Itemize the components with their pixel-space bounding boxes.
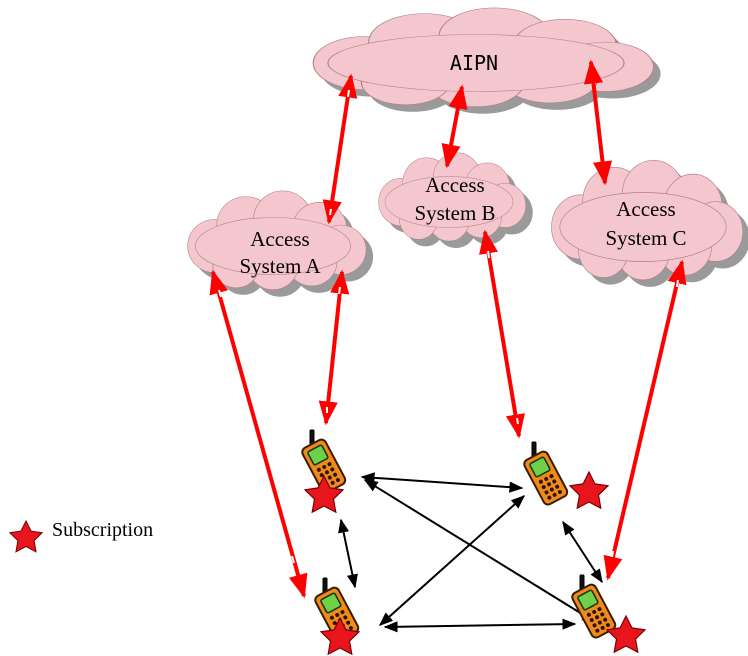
link-bottom-left-bottom-right (383, 618, 577, 633)
link-top-left-bottom-left (338, 518, 358, 589)
terminal-top-right (521, 441, 609, 509)
terminal-bottom-left (312, 577, 361, 655)
cell-phone-icon (521, 441, 570, 508)
link-top-right-bottom-left (378, 495, 526, 626)
legend: Subscription (9, 519, 153, 553)
link-top-right-bottom-right (562, 520, 603, 584)
access-system-b-cloud: Access System B (378, 152, 533, 249)
link-top-left-top-right (360, 472, 524, 493)
link-access-c-terminal-bottom-right (603, 259, 687, 581)
access-system-c-label-line1: Access (616, 197, 675, 221)
subscription-star-icon (569, 471, 609, 509)
link-access-a-terminal-top-left (318, 269, 350, 426)
aipn-label: AIPN (450, 51, 498, 75)
access-system-a-label-line1: Access (250, 227, 309, 251)
link-top-left-bottom-right (363, 479, 597, 623)
access-system-b-label-line2: System B (414, 201, 495, 225)
link-aipn-access-a (322, 73, 358, 225)
link-aipn-access-c (583, 59, 613, 186)
access-system-c-label-line2: System C (605, 226, 686, 250)
terminal-bottom-right (569, 574, 646, 653)
red-star-icon (9, 520, 43, 553)
access-system-b-label-line1: Access (425, 173, 484, 197)
link-access-b-terminal-top-right (479, 229, 525, 439)
aipn-cloud: AIPN (312, 6, 661, 114)
terminal-top-left (299, 429, 348, 513)
link-aipn-access-b (441, 84, 468, 169)
link-access-a-terminal-bottom-left (209, 269, 308, 599)
link-highlights (218, 89, 679, 564)
access-links (209, 59, 687, 599)
legend-subscription-label: Subscription (52, 519, 153, 541)
access-system-a-label-line2: System A (239, 254, 321, 278)
peer-links (338, 472, 603, 633)
access-system-c-cloud: Access System C (550, 159, 748, 287)
